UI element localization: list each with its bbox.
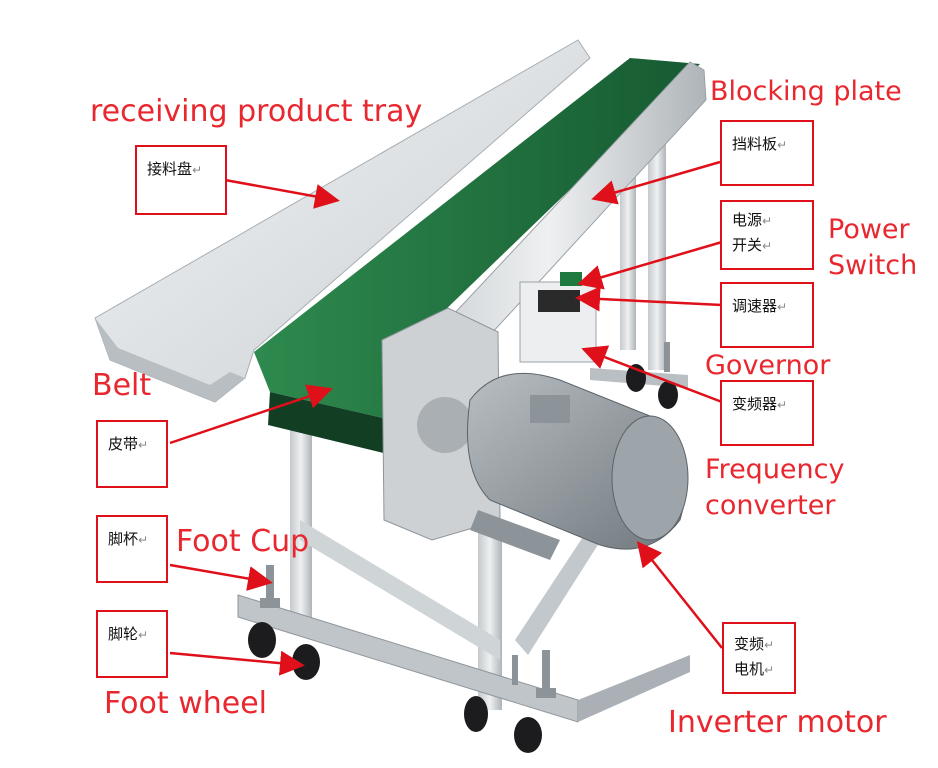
return-mark: ↵ [192,163,203,177]
cn-box-belt: 皮带↵ [96,420,168,488]
gearbox [381,307,501,541]
cn-text: 皮带 [108,435,139,453]
return-mark: ↵ [764,663,775,677]
label-blocking-plate: Blocking plate [710,76,902,107]
cn-box-inverter-motor: 变频↵ 电机↵ [722,622,796,694]
label-frequency-converter-line1: Frequency [705,454,845,485]
cn-text: 脚杯 [108,530,139,548]
cn-box-receiving-tray: 接料盘↵ [135,145,227,215]
return-mark: ↵ [138,533,149,547]
cn-text: 脚轮 [108,625,139,643]
return-mark: ↵ [138,438,149,452]
return-mark: ↵ [777,138,788,152]
cn-text: 挡料板 [732,135,778,153]
label-receiving-product-tray: receiving product tray [90,94,423,129]
cn-text: 变频器 [732,395,778,413]
cn-box-power-switch: 电源↵ 开关↵ [720,200,814,270]
label-inverter-motor: Inverter motor [668,705,887,740]
label-belt: Belt [92,368,152,403]
receiving-tray [94,39,591,403]
cn-text: 变频 [734,635,765,653]
conveyor-belt [254,58,700,455]
return-mark: ↵ [762,239,773,253]
callout-arrows [169,160,723,676]
label-frequency-converter-line2: converter [705,490,836,521]
cn-box-frequency-converter: 变频器↵ [720,380,814,446]
cn-text: 接料盘 [147,160,193,178]
inverter-motor-body [467,372,689,560]
cn-text: 开关 [732,236,763,254]
return-mark: ↵ [777,300,788,314]
cn-box-governor: 调速器↵ [720,282,814,348]
label-governor: Governor [705,350,831,381]
return-mark: ↵ [138,628,149,642]
cn-text: 电机 [734,660,765,678]
control-box [519,272,597,363]
label-power-switch-line1: Power [828,214,910,245]
label-power-switch-line2: Switch [828,250,918,281]
cn-text: 调速器 [732,297,778,315]
cn-box-foot-wheel: 脚轮↵ [96,610,168,678]
return-mark: ↵ [764,638,775,652]
return-mark: ↵ [762,214,773,228]
label-foot-wheel: Foot wheel [104,686,267,721]
cn-box-blocking-plate: 挡料板↵ [720,120,814,186]
cn-text: 电源 [732,211,763,229]
label-foot-cup: Foot Cup [176,524,310,559]
cn-box-foot-cup: 脚杯↵ [96,515,168,583]
return-mark: ↵ [777,398,788,412]
